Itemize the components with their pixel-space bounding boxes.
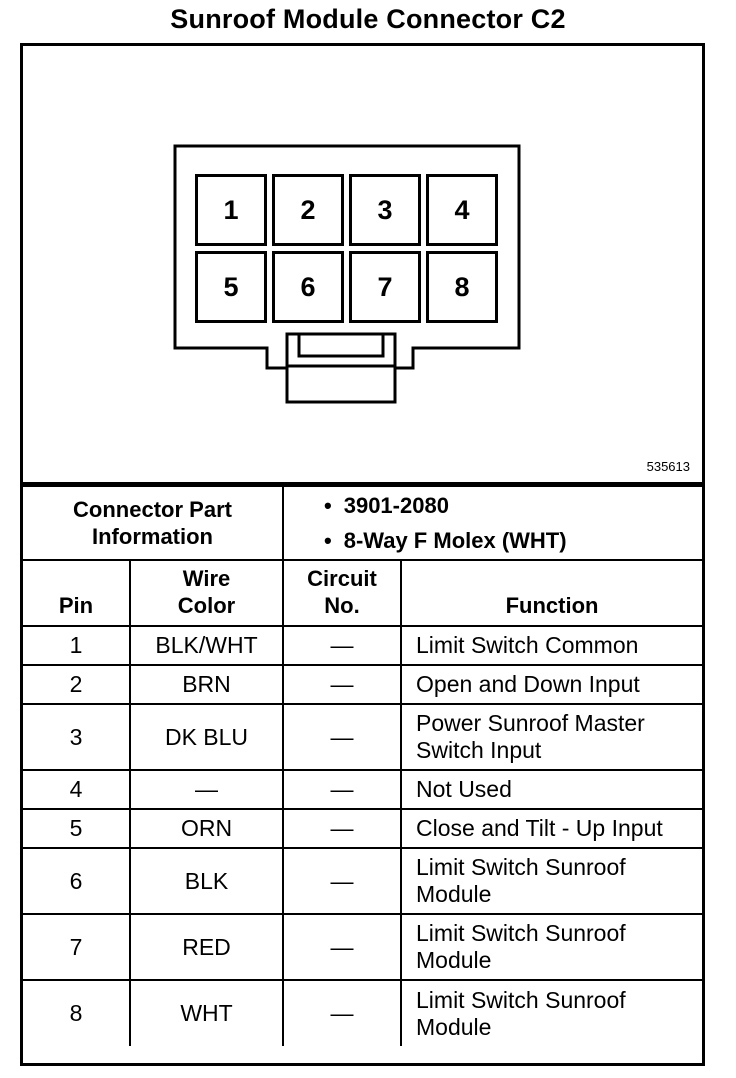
header-function: Function	[400, 559, 703, 626]
function-line1: Limit Switch Sunroof	[416, 920, 626, 946]
cell-circuit-no: —	[282, 913, 403, 981]
cell-circuit-no: —	[282, 808, 403, 849]
function-line1: Not Used	[416, 776, 512, 802]
function-line1: Limit Switch Sunroof	[416, 854, 626, 880]
header-circuit-no: Circuit No.	[282, 559, 403, 626]
connector-pin-1: 1	[195, 174, 267, 246]
cell-wire-color: BLK	[128, 847, 285, 915]
cell-pin: 8	[23, 979, 131, 1046]
page-title: Sunroof Module Connector C2	[170, 4, 566, 34]
function-line1: Open and Down Input	[416, 671, 640, 697]
function-line2: Module	[416, 947, 492, 973]
cell-wire-color: RED	[128, 913, 285, 981]
cell-pin: 7	[23, 913, 131, 981]
cell-function: Close and Tilt - Up Input	[400, 808, 703, 849]
connector-outline-drawing	[173, 144, 521, 404]
cell-pin: 1	[23, 625, 131, 666]
part-info-list: 3901-2080 8-Way F Molex (WHT)	[282, 485, 703, 561]
table-row: 4——Not Used	[23, 769, 703, 810]
connector-pin-8: 8	[426, 251, 498, 323]
cell-pin: 2	[23, 664, 131, 705]
header-wire-color-line2: Color	[177, 593, 236, 618]
connector-pin-4: 4	[426, 174, 498, 246]
cell-circuit-no: —	[282, 703, 403, 771]
header-circuit-line1: Circuit	[307, 566, 377, 591]
cell-pin: 5	[23, 808, 131, 849]
connector-pin-2: 2	[272, 174, 344, 246]
connector-frame: 1 2 3 4 5 6 7 8 535613 Connector Part In…	[20, 43, 705, 1066]
cell-wire-color: WHT	[128, 979, 285, 1046]
function-line1: Close and Tilt - Up Input	[416, 815, 663, 841]
cell-wire-color: —	[128, 769, 285, 810]
cell-wire-color: BLK/WHT	[128, 625, 285, 666]
connector-diagram: 1 2 3 4 5 6 7 8 535613	[23, 46, 702, 485]
cell-circuit-no: —	[282, 625, 403, 666]
function-line2: Module	[416, 1013, 492, 1040]
pinout-table: Connector Part Information 3901-2080 8-W…	[23, 485, 703, 1046]
connector-pin-6: 6	[272, 251, 344, 323]
cell-pin: 3	[23, 703, 131, 771]
cell-circuit-no: —	[282, 979, 403, 1046]
header-pin: Pin	[23, 559, 131, 626]
function-line1: Power Sunroof Master	[416, 710, 645, 736]
cell-circuit-no: —	[282, 664, 403, 705]
table-header-row: Pin Wire Color Circuit No. Function	[23, 559, 703, 626]
cell-pin: 6	[23, 847, 131, 915]
function-line2: Module	[416, 881, 492, 907]
part-info-label-line1: Connector Part	[73, 497, 232, 522]
cell-wire-color: ORN	[128, 808, 285, 849]
header-wire-color-line1: Wire	[182, 566, 231, 591]
connector-pin-3: 3	[349, 174, 421, 246]
cell-circuit-no: —	[282, 769, 403, 810]
part-info-label: Connector Part Information	[23, 485, 285, 561]
part-info-label-line2: Information	[92, 524, 213, 549]
cell-function: Not Used	[400, 769, 703, 810]
cell-wire-color: DK BLU	[128, 703, 285, 771]
connector-pin-5: 5	[195, 251, 267, 323]
connector-pin-7: 7	[349, 251, 421, 323]
function-line2: Switch Input	[416, 737, 542, 763]
header-circuit-line2: No.	[324, 593, 360, 618]
cell-function: Limit Switch Common	[400, 625, 703, 666]
cell-pin: 4	[23, 769, 131, 810]
part-number: 3901-2080	[324, 488, 702, 523]
cell-function: Open and Down Input	[400, 664, 703, 705]
function-line1: Limit Switch Sunroof	[416, 986, 626, 1013]
cell-circuit-no: —	[282, 847, 403, 915]
function-line1: Limit Switch Common	[416, 632, 639, 658]
figure-number: 535613	[646, 459, 690, 474]
header-wire-color: Wire Color	[128, 559, 285, 626]
cell-wire-color: BRN	[128, 664, 285, 705]
connector-type: 8-Way F Molex (WHT)	[324, 523, 702, 558]
part-info-row: Connector Part Information 3901-2080 8-W…	[23, 485, 703, 561]
